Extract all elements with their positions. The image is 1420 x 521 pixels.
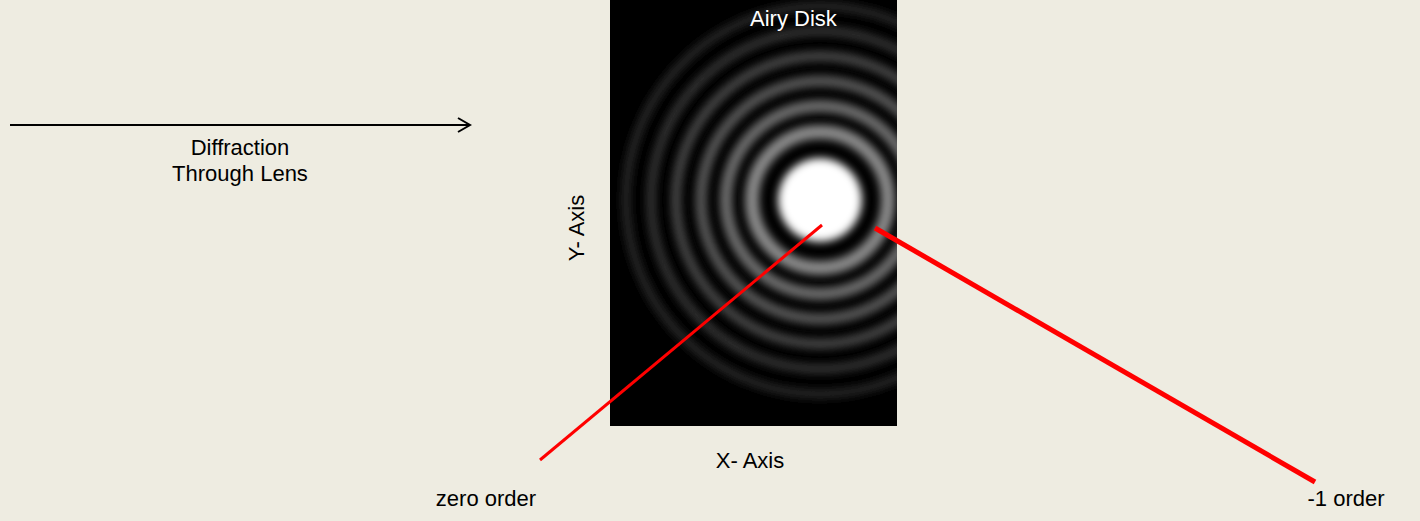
leader-line [875,228,1315,482]
diffraction-ring [726,106,897,294]
diffraction-ring [701,81,897,319]
image-title: Airy Disk [750,6,837,32]
order-label: -1 order [1307,486,1384,512]
airy-disk-image: Airy Disk [610,0,897,426]
arrow-head [458,118,470,132]
arrow-caption: Diffraction Through Lens [160,135,320,187]
arrow-shaft [10,124,470,126]
central-maximum [778,158,862,242]
airy-pattern [610,0,897,426]
axis-label: Y- Axis [564,195,590,261]
order-label: zero order [436,486,536,512]
diffraction-ring [676,56,897,344]
axis-label: X- Axis [716,448,784,474]
diffraction-ring [651,31,897,369]
diffraction-ring [626,6,897,394]
diffraction-ring [752,132,888,268]
